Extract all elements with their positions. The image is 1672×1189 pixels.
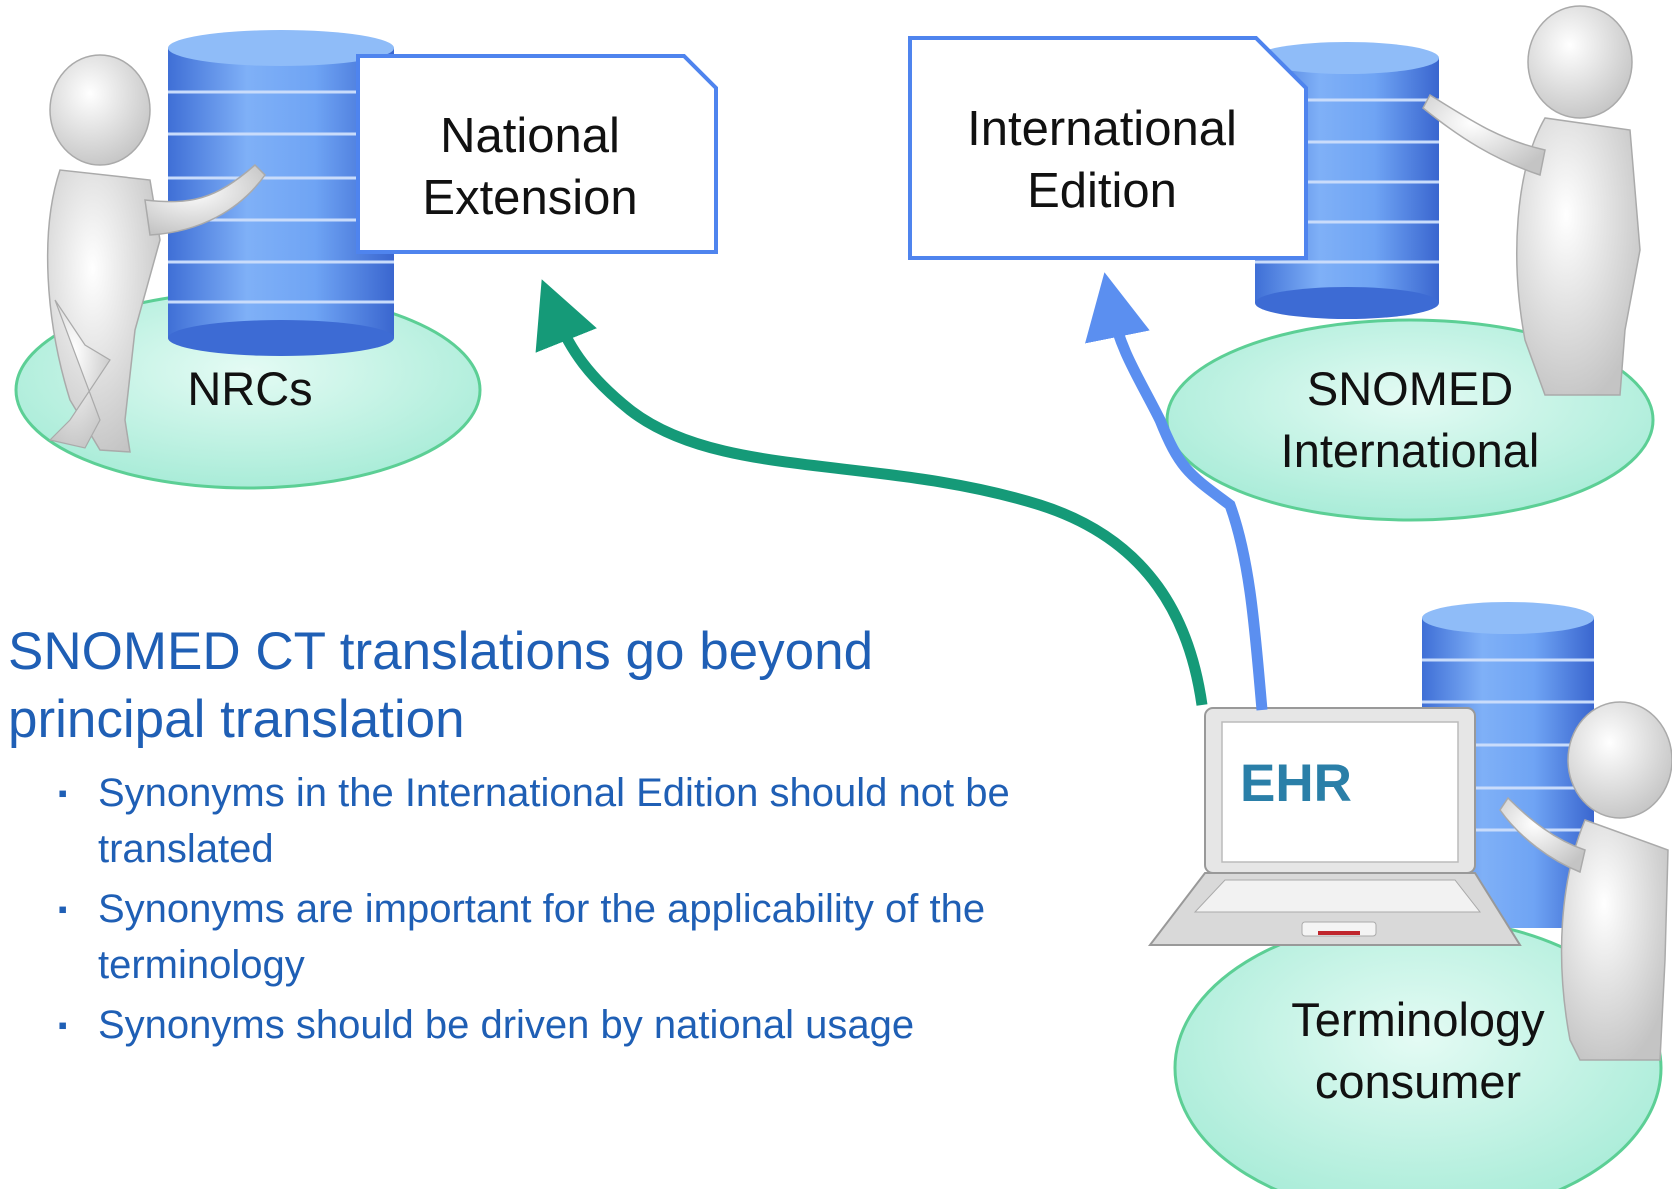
snomed-international-label-line-2: International	[1280, 424, 1540, 477]
bullet-text: Synonyms in the International Edition sh…	[98, 771, 1010, 871]
headline-line-2: principal translation	[8, 690, 465, 749]
arrow-consumer-to-national-extension	[535, 279, 1208, 706]
bullet-marker: ▪	[58, 778, 68, 808]
bullet-item: ▪ Synonyms are important for the applica…	[58, 881, 1108, 993]
international-edition-label-line-1: International	[967, 102, 1237, 156]
ehr-label: EHR	[1240, 754, 1352, 813]
national-extension-label-line-1: National	[440, 109, 620, 163]
headline-line-1: SNOMED CT translations go beyond	[8, 622, 874, 681]
international-edition-label-line-2: Edition	[1027, 164, 1177, 218]
bullet-marker: ▪	[58, 894, 68, 924]
terminology-consumer-label-line-1: Terminology	[1291, 993, 1545, 1046]
terminology-consumer-person-figure	[1499, 701, 1672, 1061]
arrow-consumer-to-international-edition	[1085, 272, 1268, 711]
bullet-item: ▪ Synonyms in the International Edition …	[58, 765, 1108, 877]
national-extension-label-line-2: Extension	[422, 171, 638, 225]
bullet-list: ▪ Synonyms in the International Edition …	[58, 765, 1108, 1057]
headline: SNOMED CT translations go beyond princip…	[8, 618, 1008, 754]
international-edition-document	[908, 36, 1308, 260]
bullet-text: Synonyms are important for the applicabi…	[98, 887, 986, 987]
national-extension-document	[356, 54, 718, 254]
bullet-item: ▪ Synonyms should be driven by national …	[58, 997, 1108, 1053]
terminology-consumer-label: Terminology consumer	[1258, 989, 1578, 1113]
snomed-international-label-line-1: SNOMED	[1306, 362, 1514, 415]
bullet-marker: ▪	[58, 1010, 68, 1040]
international-edition-label: International Edition	[912, 98, 1292, 222]
snomed-international-label: SNOMED International	[1255, 358, 1565, 482]
terminology-consumer-group	[1147, 602, 1672, 1189]
snomed-international-platform	[1165, 318, 1655, 522]
terminology-consumer-label-line-2: consumer	[1314, 1055, 1522, 1108]
nrcs-person-figure	[46, 54, 266, 453]
nrcs-label-text: NRCs	[187, 362, 313, 415]
nrcs-label: NRCs	[160, 358, 340, 420]
national-extension-label: National Extension	[360, 105, 700, 229]
snomed-international-person-figure	[1422, 5, 1641, 396]
bullet-text: Synonyms should be driven by national us…	[98, 1003, 915, 1047]
laptop-icon	[1147, 707, 1522, 946]
